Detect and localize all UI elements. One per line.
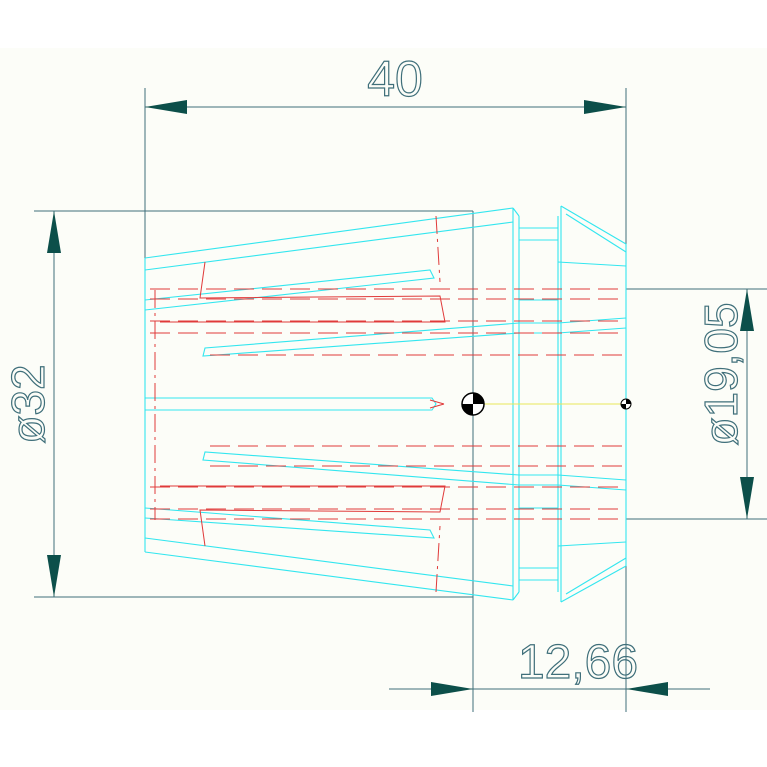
- paper-background: [0, 48, 767, 710]
- arrow-left-icon: [145, 100, 187, 114]
- arrow-down-icon: [47, 555, 61, 597]
- centroid-marker-icon: [461, 392, 485, 416]
- dimension-nose-length: 12,66: [389, 211, 710, 712]
- nose-length-text: 12,66: [518, 636, 638, 689]
- dimension-overall-length: 40: [144, 50, 627, 712]
- arrow-up-icon: [47, 211, 61, 253]
- hidden-lines: [150, 215, 626, 593]
- collet-outline: [144, 205, 627, 603]
- dimension-body-diameter: ø32: [1, 210, 473, 598]
- arrow-down-icon: [740, 477, 754, 519]
- arrow-right-icon: [431, 682, 473, 696]
- dimension-bore-diameter: ø19,05: [626, 288, 767, 520]
- arrow-right-icon: [584, 100, 626, 114]
- bore-diameter-text: ø19,05: [695, 302, 747, 445]
- origin-marker-icon: [620, 398, 632, 410]
- arrow-left-icon: [626, 682, 668, 696]
- arrow-up-icon: [740, 289, 754, 331]
- body-diameter-text: ø32: [2, 364, 54, 443]
- length-dimension-text: 40: [367, 51, 423, 107]
